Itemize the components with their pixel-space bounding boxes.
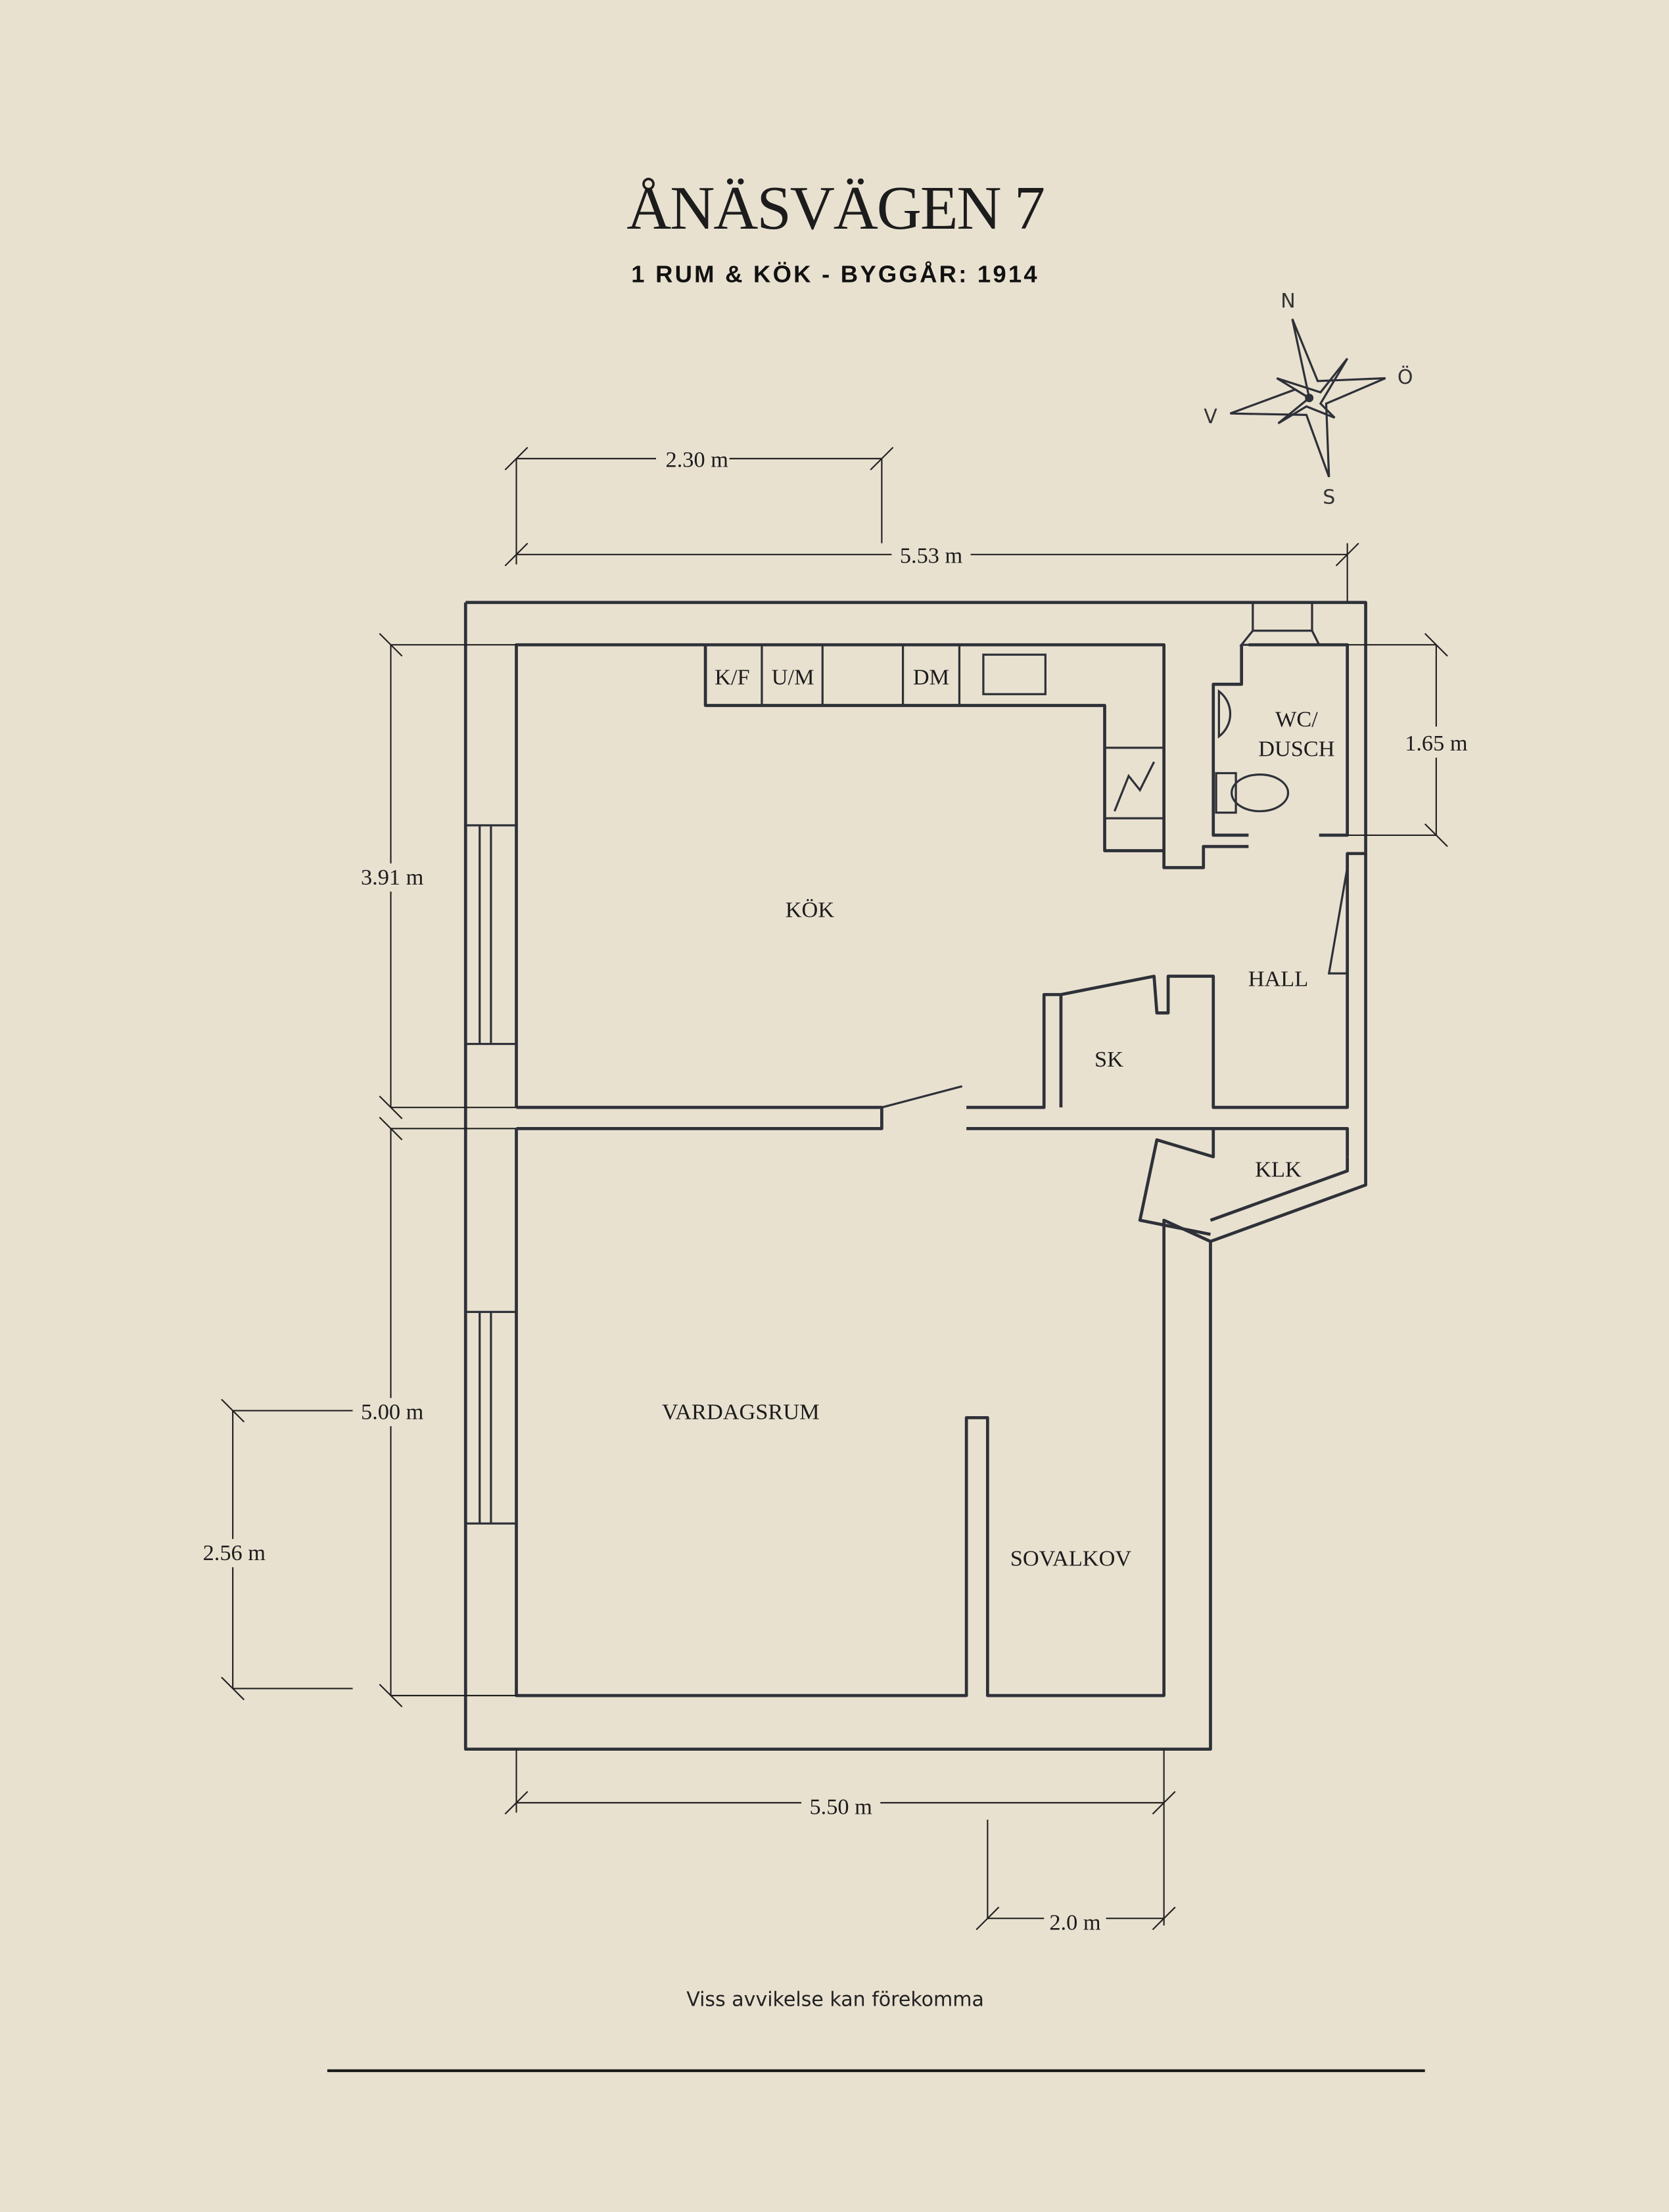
dim-living-height: 5.00 m <box>361 1399 424 1424</box>
dim-kitchen-height: 3.91 m <box>361 865 424 890</box>
compass-north: N <box>1281 290 1295 313</box>
compass-south: S <box>1323 486 1335 509</box>
room-living: VARDAGSRUM <box>662 1399 820 1424</box>
appliance-oven: U/M <box>772 664 814 689</box>
compass-west: V <box>1204 405 1217 428</box>
compass-rose-icon <box>1229 318 1386 478</box>
dim-alcove-width: 2.0 m <box>1049 1910 1100 1935</box>
walls <box>463 601 1367 1751</box>
toilet-icon <box>1231 773 1290 813</box>
dim-bath: 1.65 m <box>1405 731 1468 756</box>
page-title: ÅNÄSVÄGEN 7 <box>626 174 1044 242</box>
appliance-dishwasher: DM <box>913 664 949 689</box>
dim-top-kitchen: 2.30 m <box>666 448 729 472</box>
room-alcove: SOVALKOV <box>1010 1546 1132 1571</box>
room-bathroom-line1: WC/ <box>1275 707 1318 732</box>
room-hall: HALL <box>1248 967 1309 992</box>
compass-east: Ö <box>1398 365 1413 389</box>
dim-window-segment: 2.56 m <box>203 1540 266 1565</box>
dimension-lines <box>221 446 1448 1931</box>
dim-top-total: 5.53 m <box>900 543 963 568</box>
sink-icon <box>1217 689 1232 739</box>
dim-bottom-total: 5.50 m <box>809 1794 872 1819</box>
disclaimer: Viss avvikelse kan förekomma <box>686 1988 984 2011</box>
stove-icon <box>1103 747 1165 819</box>
page-subtitle: 1 RUM & KÖK - BYGGÅR: 1914 <box>631 261 1039 288</box>
room-closet: SK <box>1094 1047 1123 1072</box>
appliance-fridge: K/F <box>715 664 749 689</box>
room-wardrobe: KLK <box>1255 1157 1302 1182</box>
room-kitchen: KÖK <box>786 897 835 922</box>
room-bathroom-line2: DUSCH <box>1258 737 1334 762</box>
